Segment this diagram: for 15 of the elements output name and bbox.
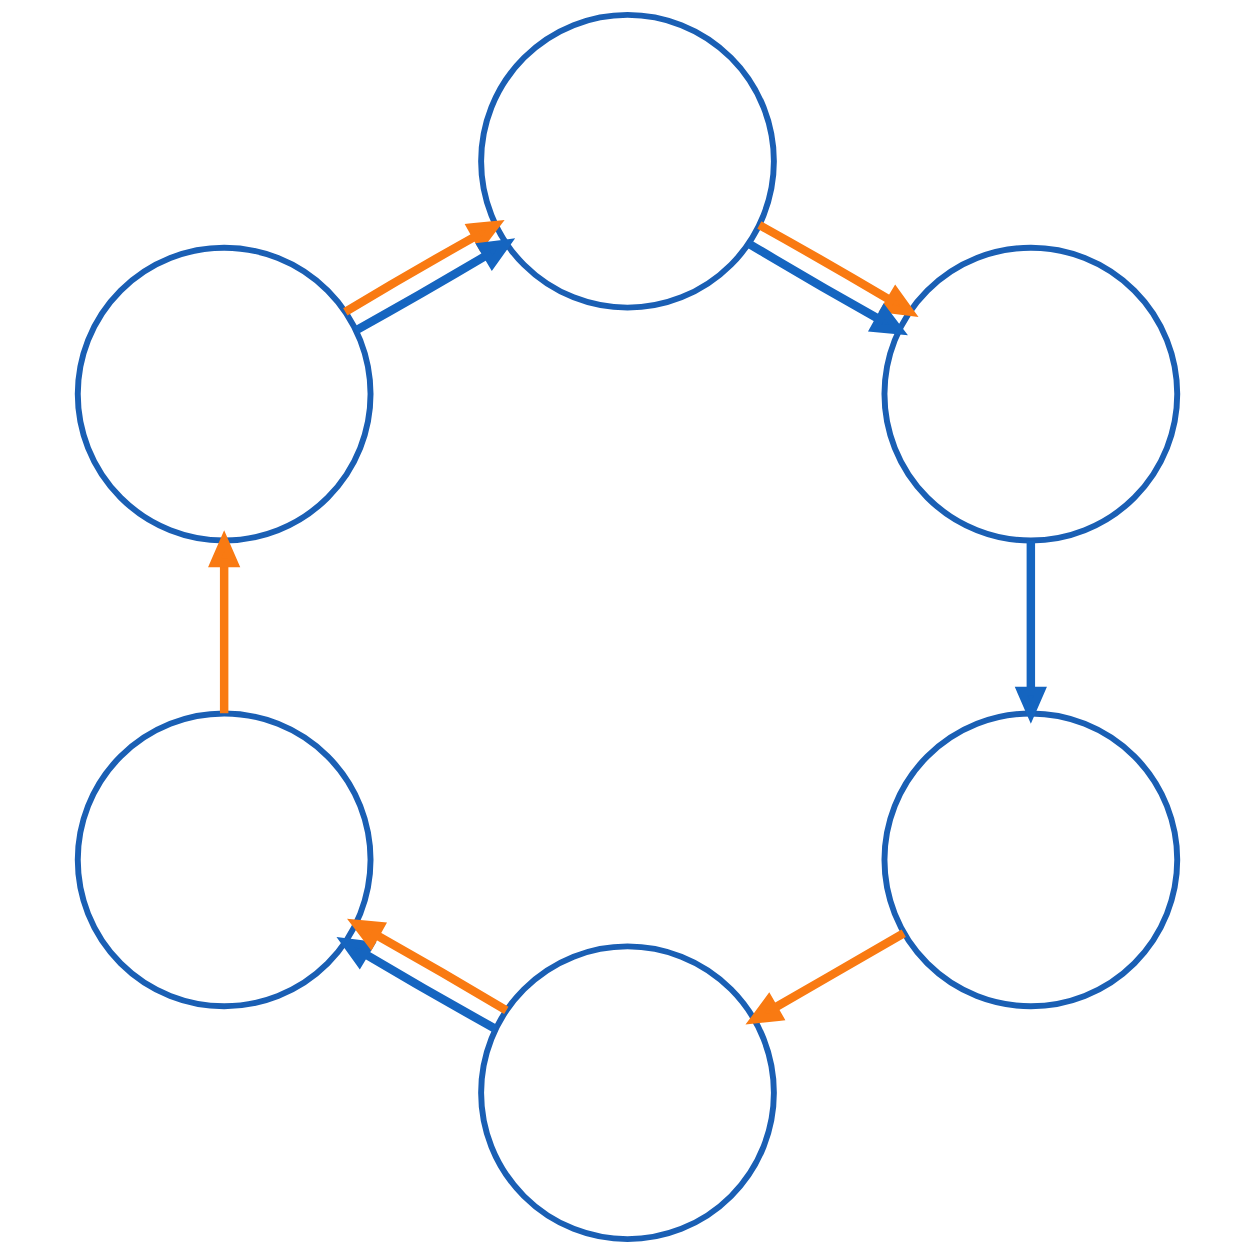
node-circle	[477, 943, 777, 1243]
arrow	[745, 929, 906, 1025]
node-circle	[881, 244, 1180, 544]
arrow	[207, 530, 240, 714]
node-circle	[74, 244, 373, 544]
node-circle	[881, 710, 1180, 1010]
arrow	[346, 918, 508, 1015]
arrow	[746, 239, 908, 336]
arrow	[353, 238, 515, 335]
arrow	[1014, 540, 1047, 724]
arrow	[336, 936, 498, 1033]
arrow	[342, 220, 505, 316]
arrow	[756, 221, 918, 318]
node-circle	[477, 11, 777, 311]
node-circle	[74, 710, 373, 1010]
